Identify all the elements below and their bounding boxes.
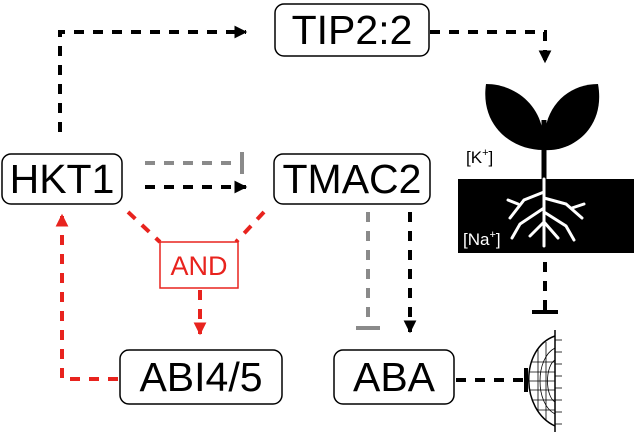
and-gate: AND [159,241,239,289]
node-tip22-label: TIP2:2 [292,7,413,53]
plant-icon: [K+] [Na+] [458,84,634,253]
soil-block [458,179,634,253]
node-hkt1-label: HKT1 [10,156,115,202]
lateral-root-primordium-icon [528,330,562,432]
edge-hkt1-to-tip22 [58,25,248,132]
and-gate-label: AND [170,251,227,281]
potassium-label: [K+] [466,147,493,167]
node-abi45: ABI4/5 [119,349,283,405]
node-tmac2: TMAC2 [273,153,431,205]
node-tip22: TIP2:2 [274,3,430,57]
node-abi45-label: ABI4/5 [139,354,262,400]
node-tmac2-label: TMAC2 [283,156,422,202]
edge-tip22-to-plant [430,30,552,64]
node-hkt1: HKT1 [1,153,123,205]
edge-hkt1-to-and [126,210,162,244]
node-aba-label: ABA [353,354,436,400]
edge-tmac2-to-and [234,210,266,244]
edge-abi45-to-hkt1 [55,213,118,381]
sodium-label: [Na+] [463,229,501,249]
node-aba: ABA [333,349,455,405]
